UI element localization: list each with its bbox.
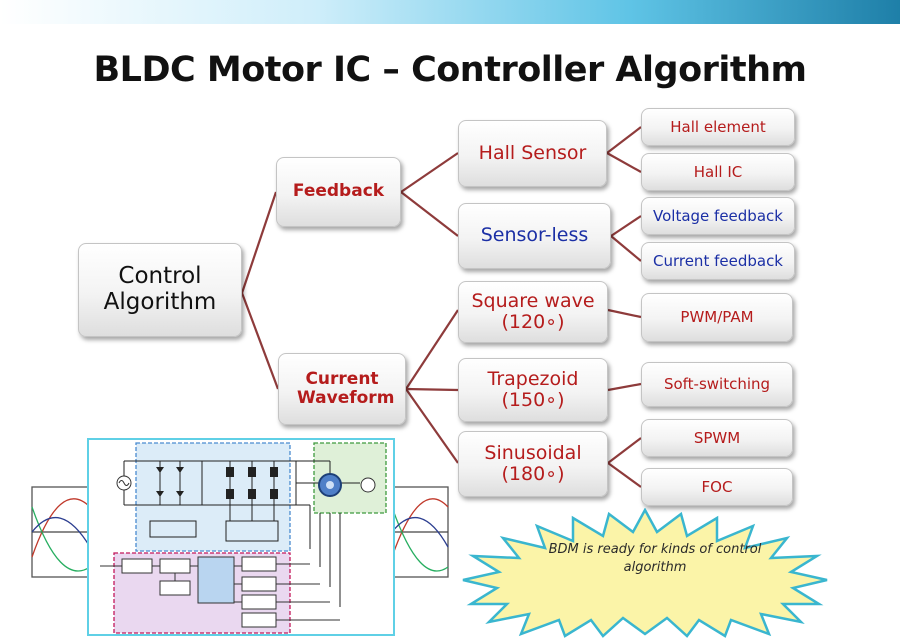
node-foc: FOC bbox=[641, 468, 793, 506]
link-root-feedback bbox=[240, 191, 278, 294]
node-pwm-pam: PWM/PAM bbox=[641, 293, 793, 342]
waveform-right bbox=[391, 486, 449, 578]
link-sl-current bbox=[610, 235, 642, 262]
node-hall-ic-label: Hall IC bbox=[693, 162, 743, 181]
link-hall-element bbox=[606, 126, 642, 154]
link-waveform-sinusoidal bbox=[405, 388, 459, 464]
node-trapezoid-label: Trapezoid (150∘) bbox=[487, 367, 579, 411]
node-control-algorithm-label: Control Algorithm bbox=[103, 263, 217, 315]
link-waveform-square bbox=[405, 309, 459, 390]
node-spwm: SPWM bbox=[641, 419, 793, 457]
starburst-shape bbox=[462, 508, 828, 638]
callout-starburst bbox=[462, 508, 828, 638]
node-soft-switching: Soft-switching bbox=[641, 362, 793, 407]
node-control-algorithm: Control Algorithm bbox=[78, 243, 242, 337]
link-sin-foc bbox=[607, 462, 642, 488]
node-current-feedback: Current feedback bbox=[641, 242, 795, 280]
node-current-feedback-label: Current feedback bbox=[652, 251, 783, 270]
node-hall-sensor-label: Hall Sensor bbox=[478, 141, 587, 164]
node-sinusoidal-label: Sinusoidal (180∘) bbox=[484, 441, 582, 485]
node-feedback-label: Feedback bbox=[292, 181, 385, 202]
top-banner bbox=[0, 0, 900, 24]
waveform-left bbox=[31, 486, 91, 578]
callout-text: BDM is ready for kinds of control algori… bbox=[548, 542, 762, 575]
link-root-waveform bbox=[240, 292, 280, 390]
node-square-wave-label: Square wave (120∘) bbox=[471, 289, 595, 333]
node-trapezoid: Trapezoid (150∘) bbox=[458, 358, 608, 422]
circuit-schematic-image bbox=[31, 438, 449, 636]
node-spwm-label: SPWM bbox=[693, 428, 741, 447]
link-feedback-sensorless bbox=[400, 191, 459, 237]
node-hall-element-label: Hall element bbox=[670, 117, 766, 136]
link-hall-ic bbox=[606, 152, 642, 173]
slide-title: BLDC Motor IC – Controller Algorithm bbox=[93, 50, 807, 90]
link-sl-voltage bbox=[610, 215, 642, 237]
node-current-waveform-label: Current Waveform bbox=[297, 368, 395, 408]
link-sin-spwm bbox=[607, 437, 642, 464]
link-trap-soft bbox=[607, 382, 642, 392]
node-sinusoidal: Sinusoidal (180∘) bbox=[458, 431, 608, 497]
node-pwm-pam-label: PWM/PAM bbox=[680, 308, 754, 327]
node-current-waveform: Current Waveform bbox=[278, 353, 406, 425]
node-hall-ic: Hall IC bbox=[641, 153, 795, 191]
node-hall-element: Hall element bbox=[641, 108, 795, 146]
link-feedback-hall bbox=[400, 152, 459, 193]
node-foc-label: FOC bbox=[701, 477, 733, 496]
link-waveform-trapezoid bbox=[405, 387, 459, 392]
node-sensor-less: Sensor-less bbox=[458, 203, 611, 269]
node-soft-switching-label: Soft-switching bbox=[663, 375, 771, 394]
node-sensor-less-label: Sensor-less bbox=[480, 224, 589, 247]
node-voltage-feedback: Voltage feedback bbox=[641, 197, 795, 235]
node-voltage-feedback-label: Voltage feedback bbox=[653, 206, 783, 225]
node-square-wave: Square wave (120∘) bbox=[458, 281, 608, 343]
node-hall-sensor: Hall Sensor bbox=[458, 120, 607, 187]
node-feedback: Feedback bbox=[276, 157, 401, 227]
link-square-pwm bbox=[607, 308, 642, 319]
